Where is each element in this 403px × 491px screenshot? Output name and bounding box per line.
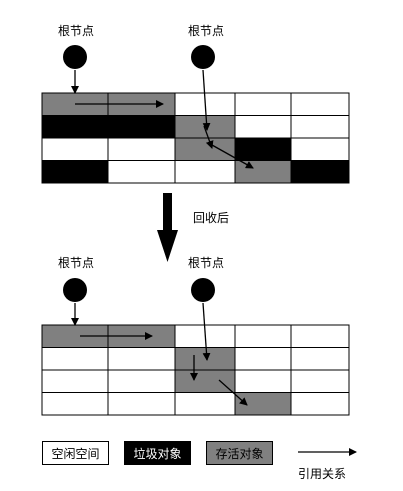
root-node-circle [63, 278, 87, 302]
memory-grid-after-gc [41, 324, 350, 416]
memory-cell-free [290, 392, 350, 416]
legend-garbage-object: 垃圾对象 [124, 441, 191, 465]
memory-cell-free [234, 324, 292, 348]
memory-cell-free [234, 115, 292, 139]
memory-cell-free [290, 369, 350, 393]
memory-cell-free [234, 369, 292, 393]
root-node-label: 根节点 [58, 256, 95, 270]
memory-cell-live [174, 369, 236, 393]
reference-arrow [211, 144, 254, 169]
root-node-label: 根节点 [188, 256, 225, 270]
gc-transition-arrow [157, 193, 178, 262]
memory-grid-before-gc [41, 92, 350, 184]
memory-cell-free [107, 160, 176, 184]
memory-cell-live [174, 115, 236, 139]
memory-cell-free [107, 369, 176, 393]
reference-arrow [203, 125, 214, 149]
memory-cell-live [234, 160, 292, 184]
memory-cell-garbage [41, 160, 109, 184]
root-node-circle [63, 45, 87, 69]
memory-cell-free [290, 92, 350, 116]
legend-live-object: 存活对象 [206, 441, 273, 465]
memory-cell-garbage [41, 115, 109, 139]
reference-arrow [202, 69, 211, 131]
memory-cell-free [290, 347, 350, 371]
root-node-label: 根节点 [188, 24, 225, 38]
memory-cell-garbage [107, 115, 176, 139]
after-gc-label: 回收后 [193, 211, 230, 225]
reference-arrow [202, 302, 211, 361]
root-node-label: 根节点 [58, 24, 95, 38]
memory-cell-live [174, 137, 236, 161]
memory-cell-free [290, 324, 350, 348]
memory-cell-free [174, 160, 236, 184]
memory-cell-free [234, 92, 292, 116]
memory-cell-free [41, 347, 109, 371]
memory-cell-free [290, 115, 350, 139]
memory-cell-free [107, 347, 176, 371]
memory-cell-live [174, 347, 236, 371]
legend-free-space: 空闲空间 [42, 441, 109, 465]
memory-cell-free [41, 369, 109, 393]
memory-cell-free [234, 347, 292, 371]
memory-cell-live [234, 392, 292, 416]
memory-cell-free [290, 137, 350, 161]
root-node-circle [191, 278, 215, 302]
memory-cell-garbage [290, 160, 350, 184]
memory-cell-free [107, 137, 176, 161]
legend-reference-label: 引用关系 [298, 467, 347, 481]
memory-cell-free [107, 392, 176, 416]
memory-cell-free [41, 392, 109, 416]
reference-arrow [218, 379, 248, 406]
memory-cell-free [174, 392, 236, 416]
memory-cell-free [41, 137, 109, 161]
root-node-circle [191, 45, 215, 69]
memory-cell-garbage [234, 137, 292, 161]
